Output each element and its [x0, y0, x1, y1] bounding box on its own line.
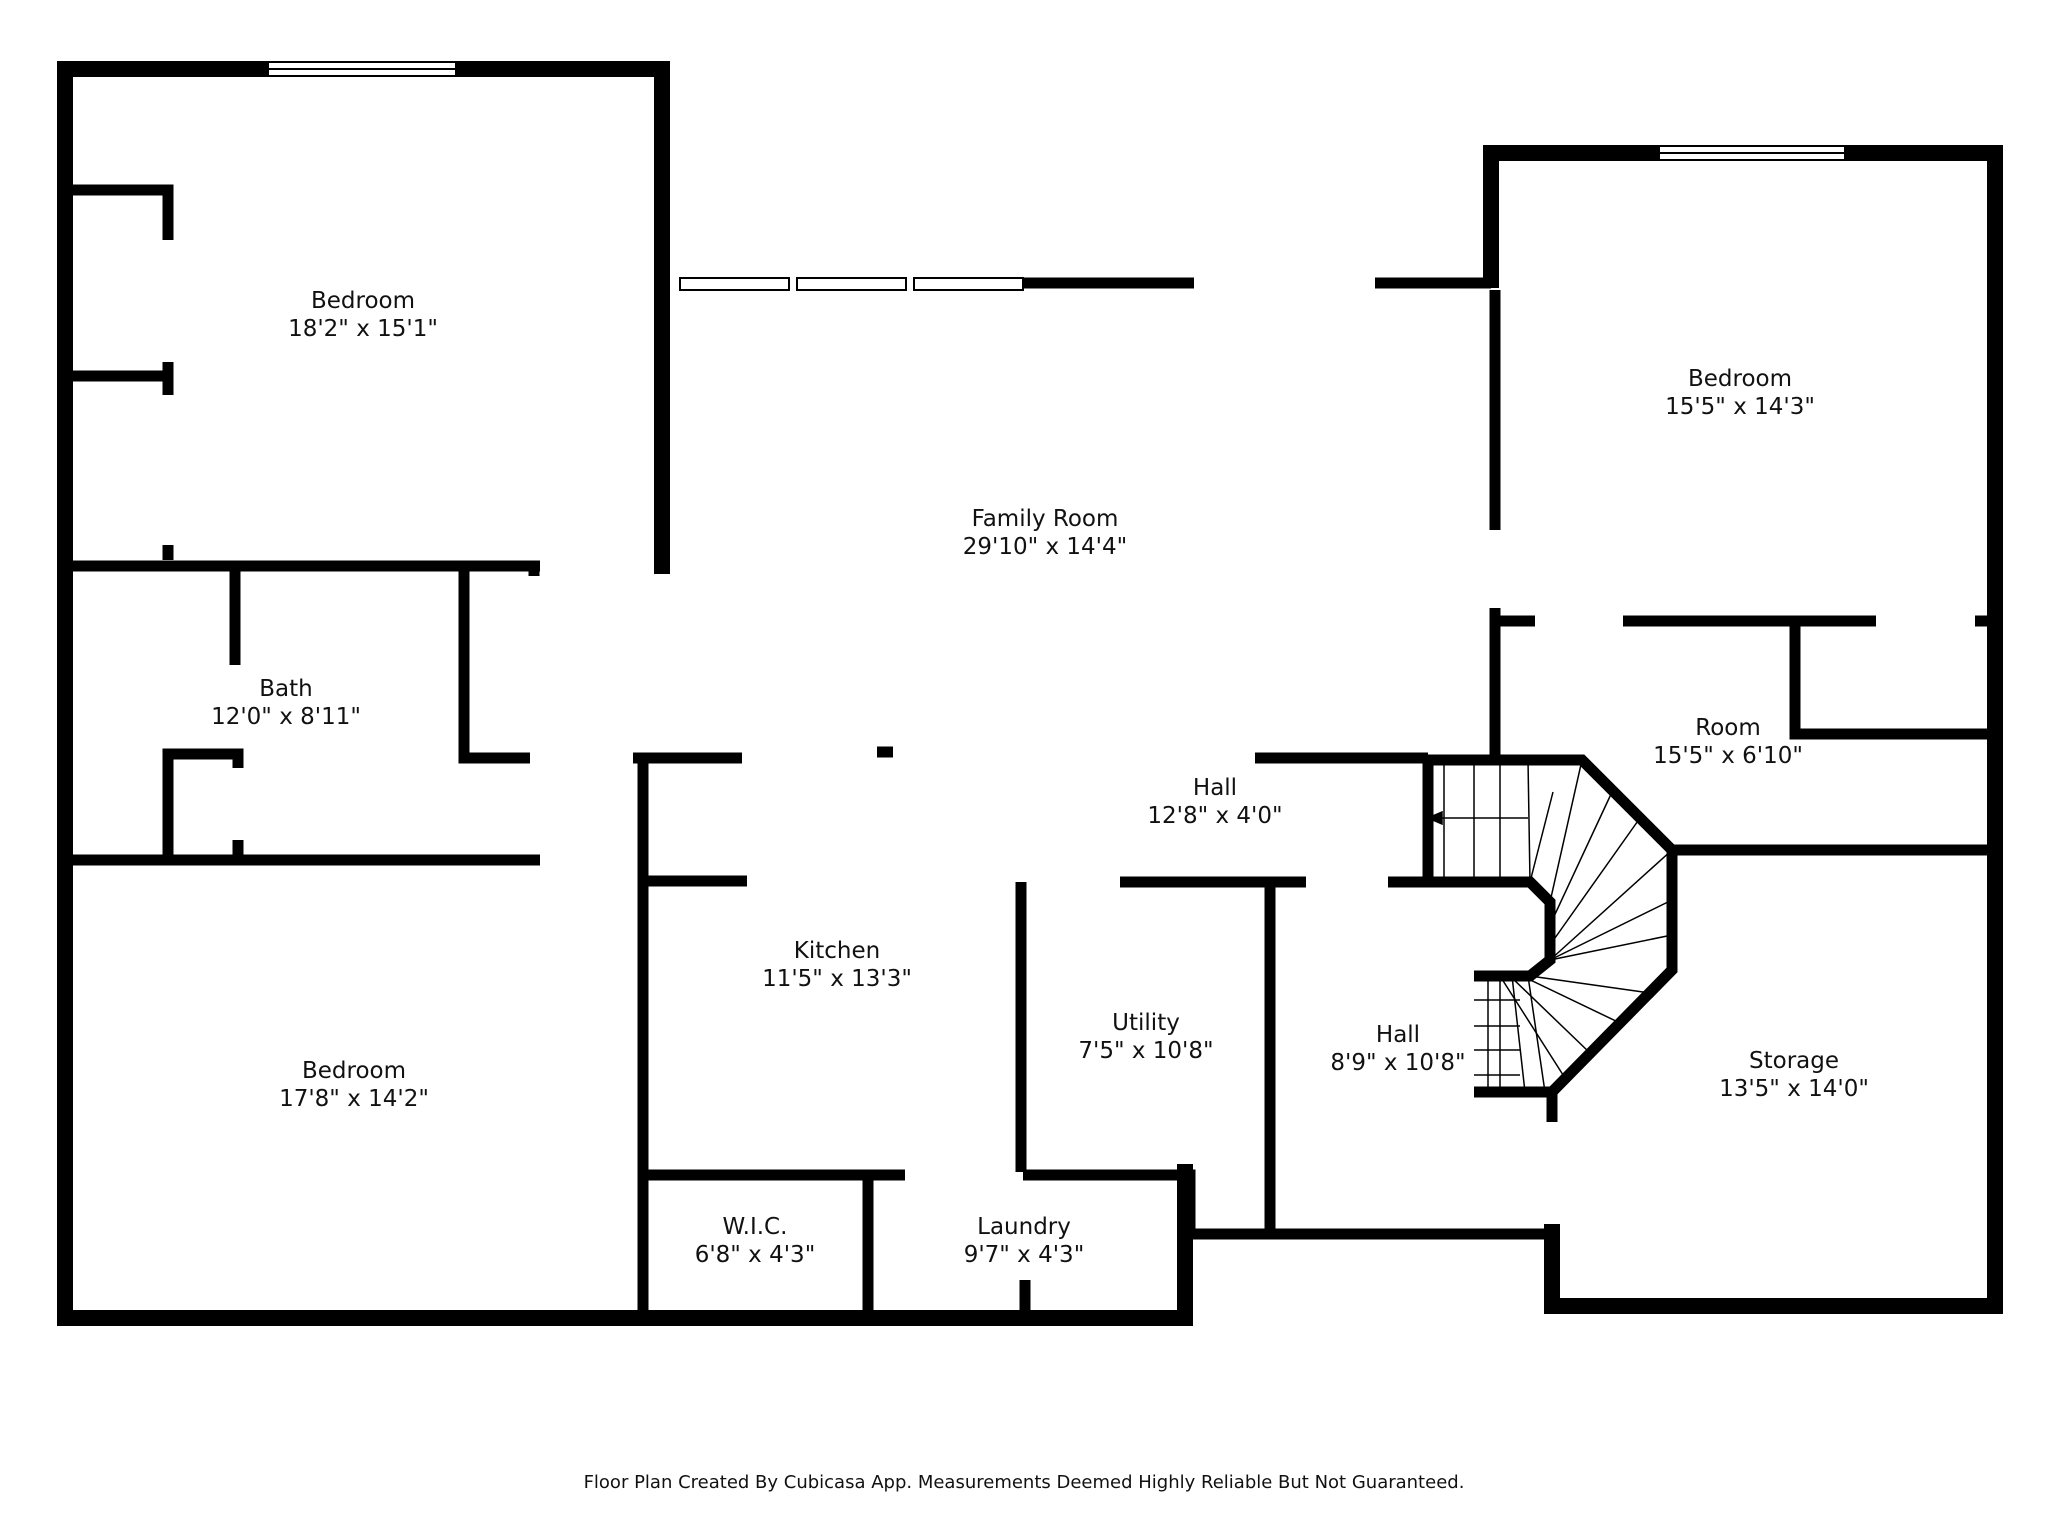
room-name: Hall — [1193, 775, 1237, 801]
room-name: Family Room — [972, 506, 1119, 532]
room-dimensions: 12'0" x 8'11" — [211, 704, 361, 730]
room-name: Bath — [259, 676, 312, 702]
room-dimensions: 9'7" x 4'3" — [964, 1242, 1085, 1268]
room-labels: Bedroom 18'2" x 15'1" Family Room 29'10"… — [211, 288, 1869, 1268]
room-dimensions: 17'8" x 14'2" — [279, 1086, 429, 1112]
room-name: Bedroom — [311, 288, 415, 314]
room-name: W.I.C. — [723, 1214, 788, 1240]
walls — [57, 61, 2003, 1326]
room-dimensions: 29'10" x 14'4" — [963, 534, 1127, 560]
room-name: Room — [1695, 715, 1761, 741]
room-dimensions: 11'5" x 13'3" — [762, 966, 912, 992]
room-name: Bedroom — [1688, 366, 1792, 392]
room-dimensions: 6'8" x 4'3" — [695, 1242, 816, 1268]
room-name: Hall — [1376, 1022, 1420, 1048]
room-dimensions: 7'5" x 10'8" — [1078, 1038, 1213, 1064]
walls-medium — [70, 184, 1990, 1318]
room-name: Bedroom — [302, 1058, 406, 1084]
room-dimensions: 12'8" x 4'0" — [1147, 803, 1282, 829]
room-name: Storage — [1749, 1048, 1839, 1074]
room-dimensions: 8'9" x 10'8" — [1330, 1050, 1465, 1076]
room-dimensions: 18'2" x 15'1" — [288, 316, 438, 342]
staircase — [1426, 759, 1673, 1093]
room-name: Utility — [1112, 1010, 1180, 1036]
room-dimensions: 15'5" x 6'10" — [1653, 743, 1803, 769]
room-dimensions: 15'5" x 14'3" — [1665, 394, 1815, 420]
room-name: Kitchen — [794, 938, 880, 964]
footer-disclaimer: Floor Plan Created By Cubicasa App. Meas… — [583, 1472, 1465, 1493]
room-dimensions: 13'5" x 14'0" — [1719, 1076, 1869, 1102]
windows — [267, 61, 1846, 291]
room-name: Laundry — [977, 1214, 1071, 1240]
